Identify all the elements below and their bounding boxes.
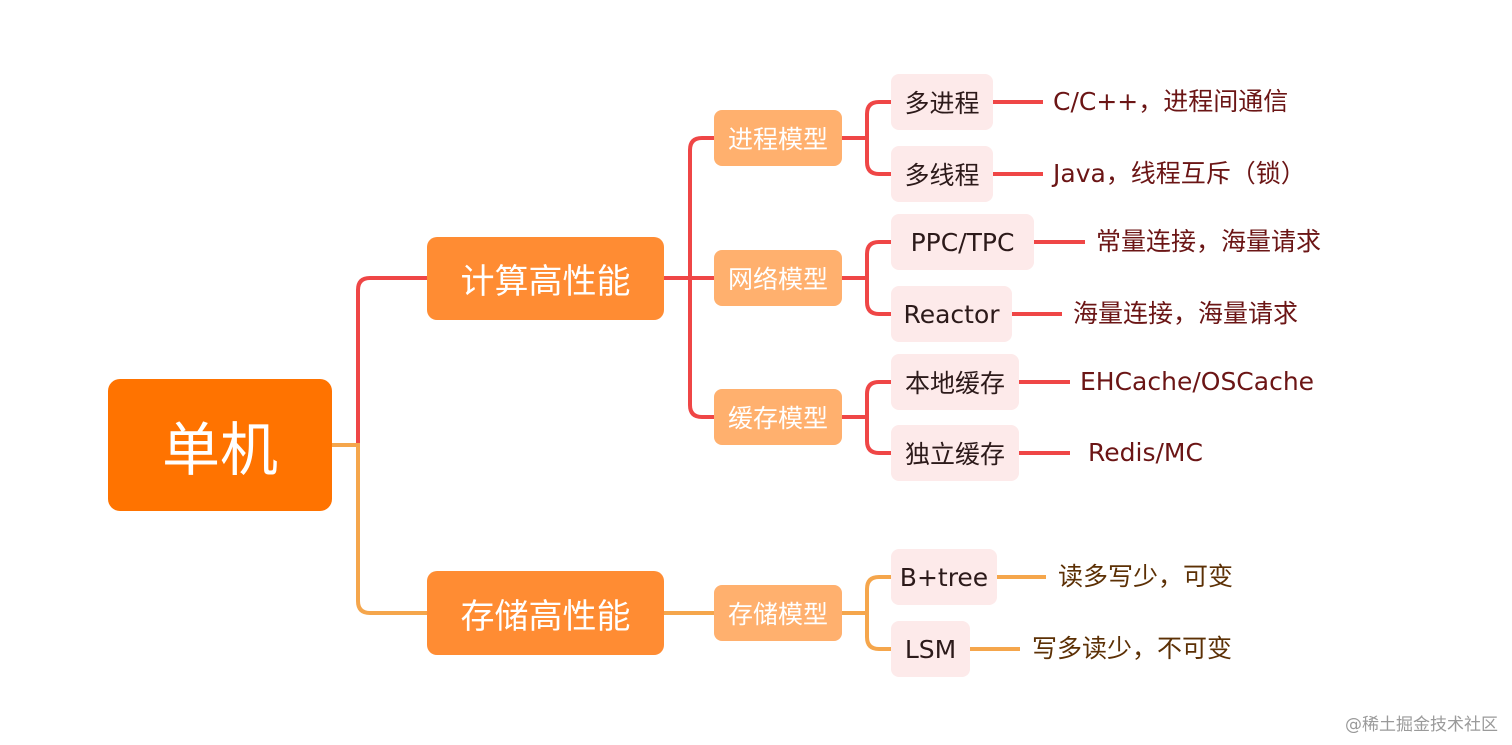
item-reactor[interactable]: Reactor	[891, 286, 1012, 342]
root-label: 单机	[161, 416, 278, 484]
desc-local-cache: EHCache/OSCache	[1080, 367, 1315, 396]
desc-ppc-tpc: 常量连接，海量请求	[1096, 227, 1322, 256]
item-lsm[interactable]: LSM	[891, 621, 970, 677]
branch-storage-label: 存储高性能	[460, 596, 631, 637]
connector-root-compute	[332, 276, 427, 447]
item-multi-process-label: 多进程	[904, 89, 980, 118]
item-independent-cache[interactable]: 独立缓存	[891, 425, 1019, 481]
connector-root-storage	[332, 443, 427, 615]
connector-compute-process	[664, 136, 714, 280]
desc-independent-cache: Redis/MC	[1088, 438, 1203, 467]
connector-cache-items	[842, 380, 891, 455]
subbranch-storage-label: 存储模型	[727, 600, 828, 629]
desc-lsm: 写多读少，不可变	[1032, 634, 1233, 663]
item-ppc-tpc-label: PPC/TPC	[910, 227, 1015, 257]
item-independent-cache-label: 独立缓存	[904, 440, 1005, 469]
branch-compute-performance[interactable]: 计算高性能	[427, 237, 664, 320]
item-local-cache-label: 本地缓存	[904, 369, 1005, 398]
connector-network-items	[842, 240, 891, 316]
root-node[interactable]: 单机	[108, 379, 332, 511]
connector-compute-cache	[688, 278, 714, 419]
item-ppc-tpc[interactable]: PPC/TPC	[891, 214, 1034, 270]
subbranch-network-label: 网络模型	[727, 265, 828, 294]
desc-bplus-tree: 读多写少，可变	[1058, 562, 1234, 591]
desc-multi-process: C/C++，进程间通信	[1053, 87, 1289, 116]
desc-reactor: 海量连接，海量请求	[1073, 299, 1299, 328]
subbranch-storage-model[interactable]: 存储模型	[714, 585, 842, 641]
subbranch-network-model[interactable]: 网络模型	[714, 250, 842, 306]
watermark-text: @稀土掘金技术社区	[1345, 715, 1498, 735]
item-multi-thread[interactable]: 多线程	[891, 146, 993, 202]
item-bplus-tree-label: B+tree	[899, 562, 989, 592]
branch-compute-label: 计算高性能	[460, 262, 631, 302]
connector-process-items	[842, 100, 891, 176]
item-lsm-label: LSM	[904, 634, 957, 664]
item-reactor-label: Reactor	[903, 299, 1000, 329]
subbranch-cache-model[interactable]: 缓存模型	[714, 389, 842, 445]
item-multi-process[interactable]: 多进程	[891, 74, 993, 130]
item-local-cache[interactable]: 本地缓存	[891, 354, 1019, 410]
subbranch-process-label: 进程模型	[727, 125, 828, 154]
branch-storage-performance[interactable]: 存储高性能	[427, 571, 664, 655]
connector-storage-items	[842, 575, 891, 651]
subbranch-cache-label: 缓存模型	[727, 404, 828, 433]
item-bplus-tree[interactable]: B+tree	[891, 549, 997, 605]
desc-multi-thread: Java，线程互斥（锁）	[1053, 159, 1306, 188]
subbranch-process-model[interactable]: 进程模型	[714, 110, 842, 166]
item-multi-thread-label: 多线程	[904, 161, 980, 190]
